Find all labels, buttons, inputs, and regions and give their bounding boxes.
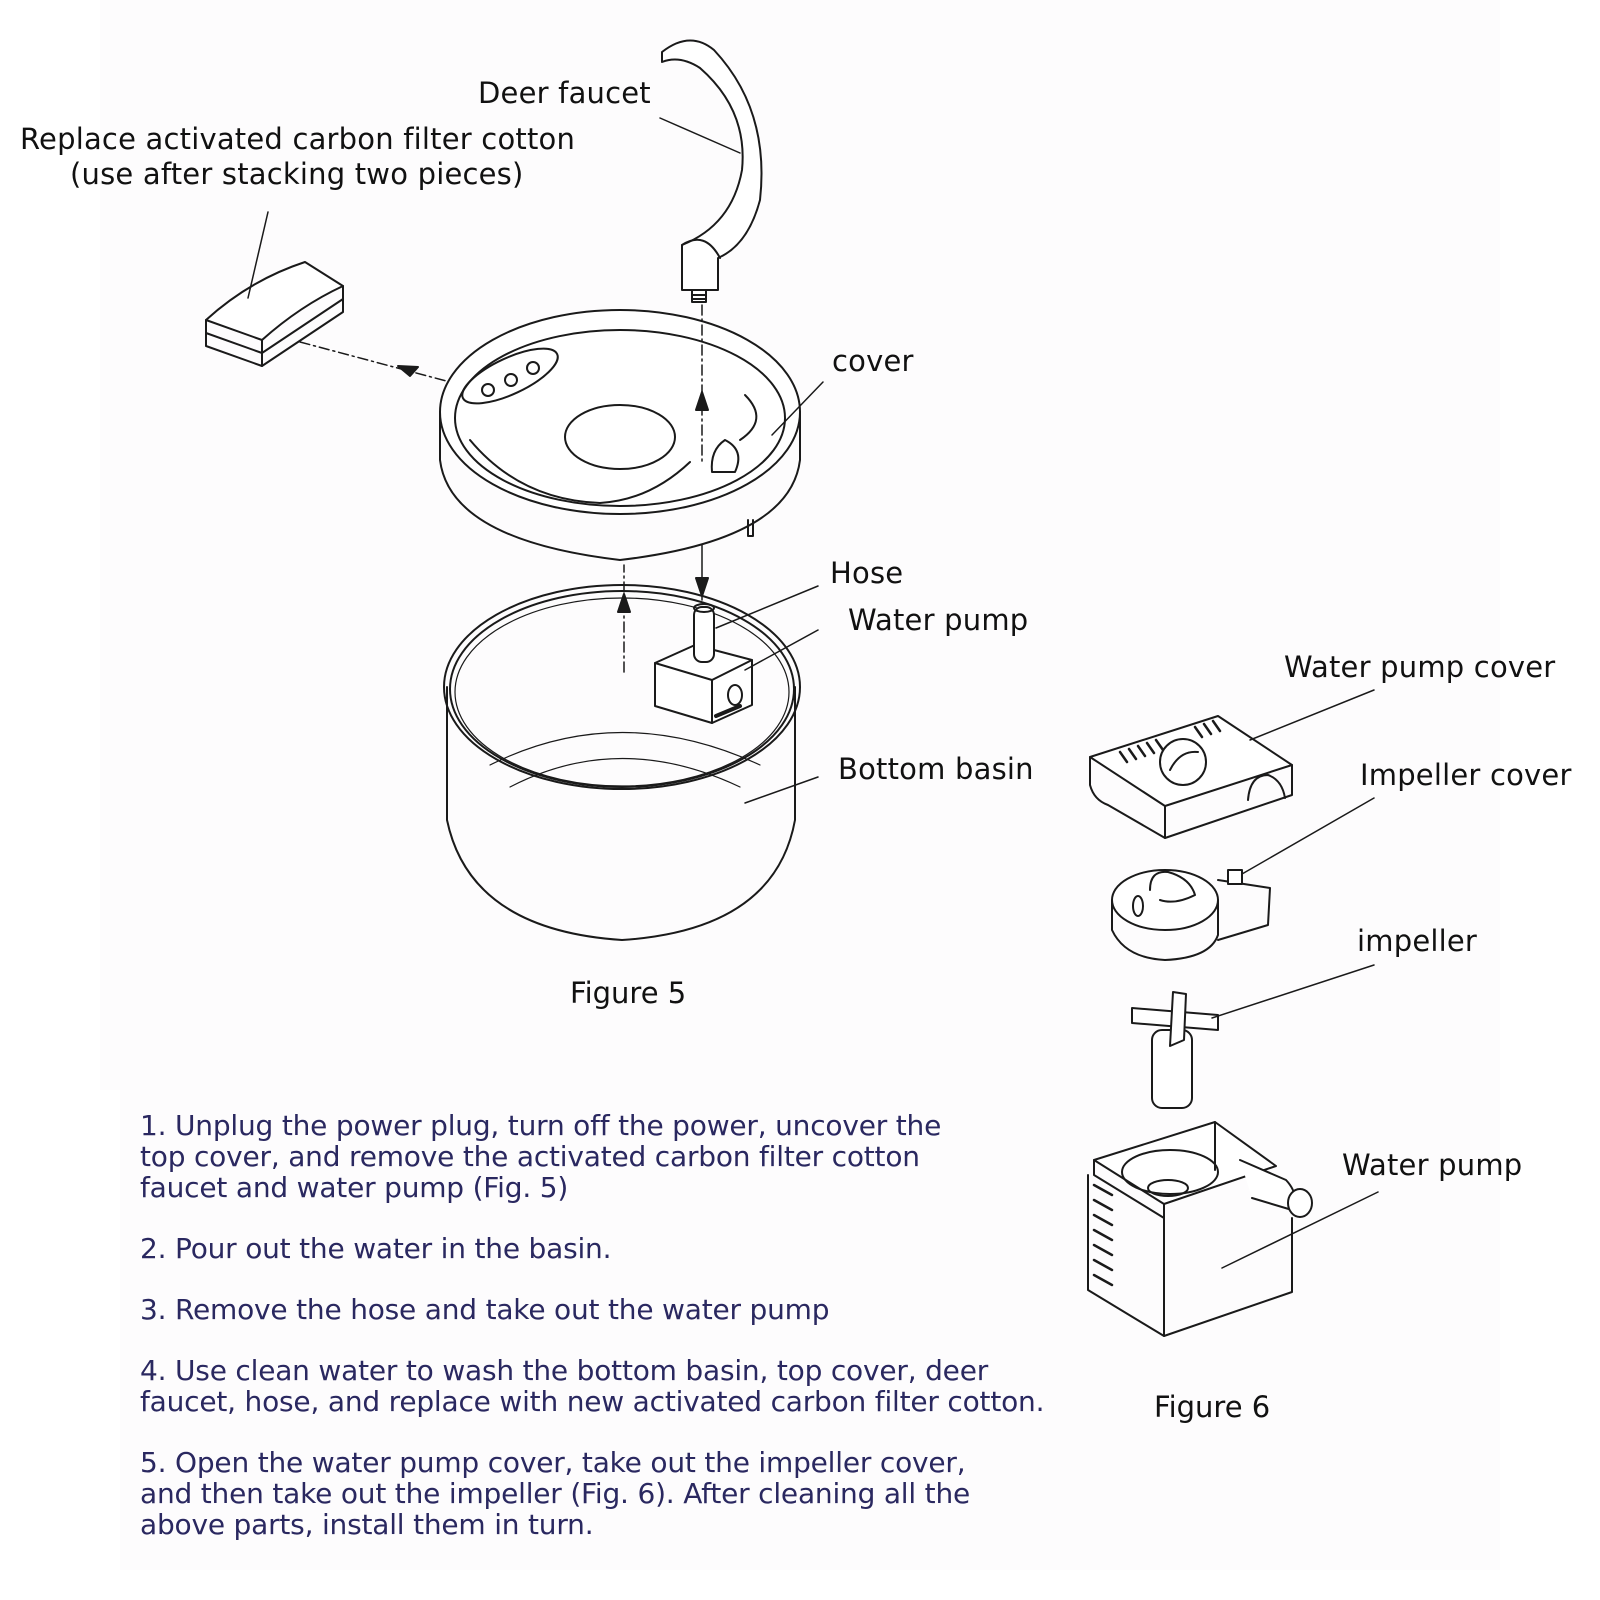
filter-leader — [248, 212, 268, 298]
background-panel-top — [100, 0, 1500, 1090]
label-bottom-basin: Bottom basin — [838, 752, 1034, 786]
figure-5-caption: Figure 5 — [570, 976, 687, 1010]
water-pump-cover-leader — [1250, 690, 1374, 740]
figure-6-caption: Figure 6 — [1154, 1390, 1271, 1424]
instructions-list: 1. Unplug the power plug, turn off the p… — [140, 1110, 1100, 1570]
label-filter-line2: (use after stacking two pieces) — [70, 157, 524, 191]
impeller-leader — [1212, 965, 1374, 1018]
bottom-basin-illustration — [444, 585, 800, 940]
water-pump-illustration-fig5 — [655, 604, 752, 723]
impeller-cover-illustration — [1112, 870, 1270, 960]
impeller-cover-leader — [1242, 798, 1374, 874]
label-hose: Hose — [830, 556, 904, 590]
instruction-step-4: 4. Use clean water to wash the bottom ba… — [140, 1354, 1045, 1418]
water-pump-leader-fig5 — [745, 630, 818, 670]
label-filter-line1: Replace activated carbon filter cotton — [20, 122, 576, 156]
label-water-pump-cover: Water pump cover — [1284, 650, 1556, 684]
label-water-pump-fig6: Water pump — [1342, 1148, 1523, 1182]
instruction-step-5: 5. Open the water pump cover, take out t… — [140, 1446, 971, 1541]
filter-arrow-head — [398, 366, 418, 376]
label-cover: cover — [832, 344, 914, 378]
deer-faucet-illustration — [662, 40, 762, 302]
label-impeller: impeller — [1357, 924, 1478, 958]
cover-illustration — [440, 310, 800, 560]
instruction-step-3: 3. Remove the hose and take out the wate… — [140, 1293, 830, 1326]
instruction-step-1: 1. Unplug the power plug, turn off the p… — [140, 1109, 942, 1204]
water-pump-illustration-fig6 — [1088, 1122, 1312, 1336]
cover-arrow-head — [618, 594, 630, 612]
background-panel-bottom — [120, 1090, 1500, 1570]
filter-arrow-line — [300, 342, 450, 382]
faucet-arrow-head — [696, 392, 708, 410]
deer-faucet-leader — [660, 118, 740, 153]
hose-arrow-head — [696, 578, 708, 596]
label-deer-faucet: Deer faucet — [478, 76, 651, 110]
water-pump-cover-illustration — [1090, 716, 1292, 838]
instruction-step-2: 2. Pour out the water in the basin. — [140, 1232, 612, 1265]
filter-cotton-illustration — [206, 262, 343, 366]
bottom-basin-leader — [745, 777, 818, 803]
water-pump-leader-fig6 — [1222, 1192, 1378, 1268]
hose-leader — [716, 586, 818, 628]
impeller-illustration — [1132, 992, 1218, 1108]
label-impeller-cover: Impeller cover — [1360, 758, 1572, 792]
label-water-pump-fig5: Water pump — [848, 603, 1029, 637]
cover-leader — [772, 382, 823, 435]
